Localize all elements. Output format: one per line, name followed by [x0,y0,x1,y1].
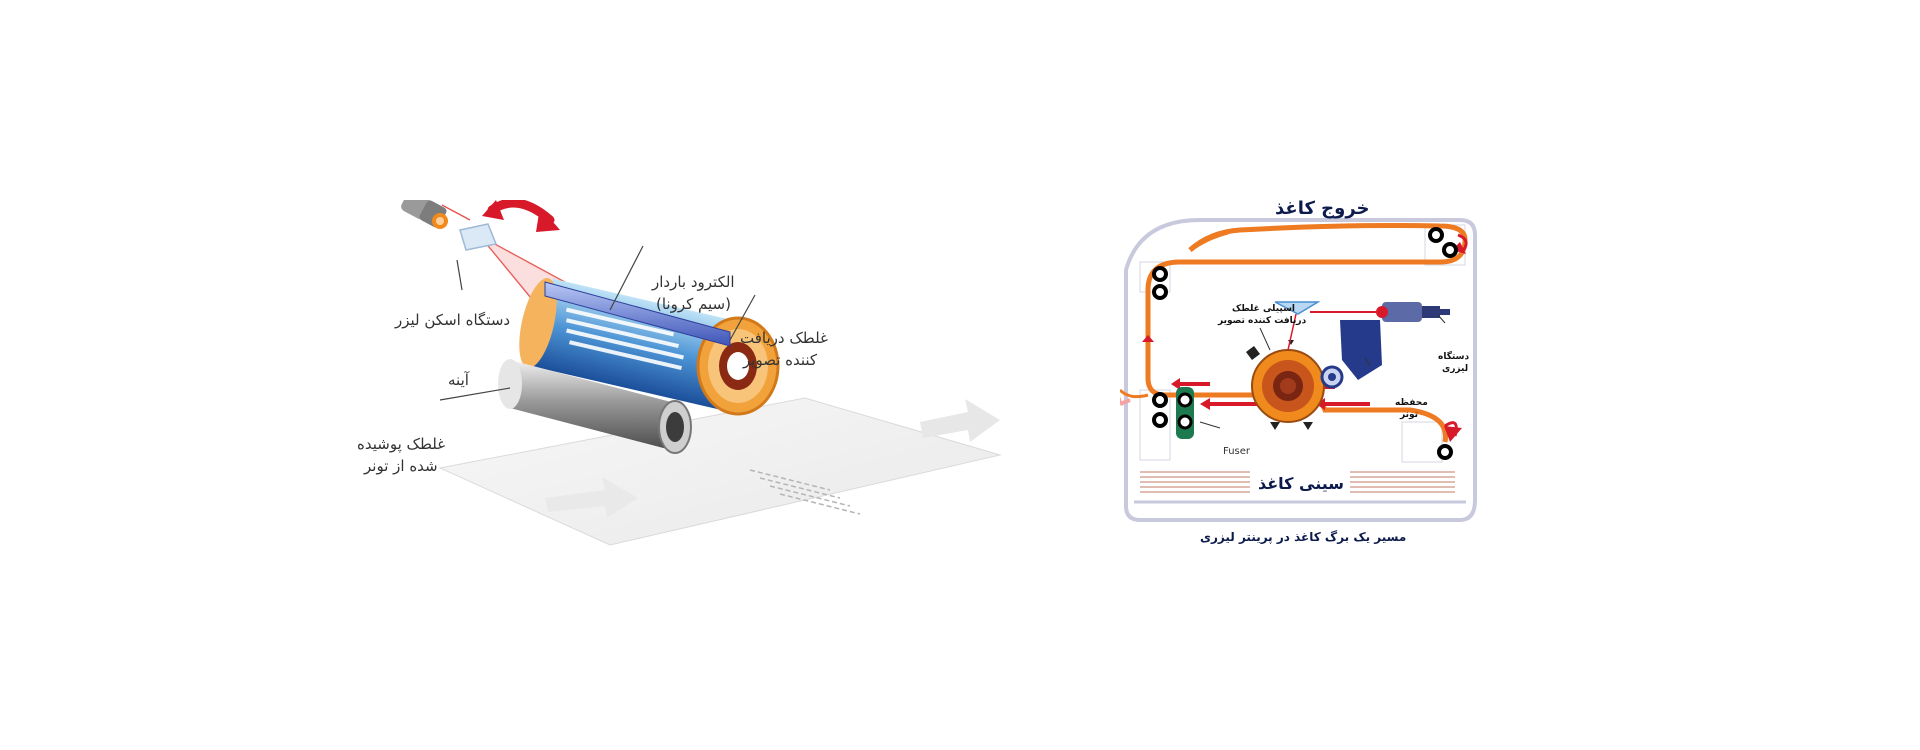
label-toner-roller-1: غلطک پوشیده [357,435,446,453]
toner-box [1320,320,1382,389]
photo-drum [532,278,748,412]
label-paper-exit: خروج کاغذ [1275,198,1370,219]
label-toner-box-1: محفظه [1395,398,1428,408]
label-drum-1: غلطک دریافت [740,329,828,347]
label-toner-roller-2: شده از تونر [364,457,438,475]
image-drum [1251,349,1325,423]
label-laser-unit-2: لیزری [1442,364,1469,374]
label-mirror: آینه [448,371,469,389]
laser-scanner-unit [401,200,448,229]
label-fuser: Fuser [1223,446,1251,457]
label-laser-unit-1: دستگاه [1438,352,1470,362]
label-drum-cleaner-2: دریافت کننده تصویر [1218,316,1307,326]
label-corona-wire-1: الکترود باردار [652,273,735,291]
label-corona-wire-2: (سیم کرونا) [656,295,731,313]
label-laser-scanner: دستگاه اسکن لیزر [395,311,511,329]
label-paper-tray: سینی کاغذ [1258,474,1345,493]
drum-illustration [401,200,1002,546]
label-drum-2: کننده تصویر [743,351,818,369]
flow-arrow-right [920,399,1000,442]
corona-wire-bar [544,281,731,347]
mirror [459,223,498,251]
fuser-unit [1176,387,1194,439]
paper-rollers [1152,227,1458,460]
toner-roller [498,359,692,454]
mirror-prism [1274,301,1321,315]
paper-path-diagram: خروج کاغذ اسپیلی غلطک دریافت کننده تصویر… [1120,190,1480,550]
printer-cross-section [1120,218,1477,522]
paper-sheet [438,397,1002,546]
drum-diagram: دستگاه اسکن لیزر آینه الکترود باردار (سی… [357,200,1040,550]
diagram-caption: مسیر یک برگ کاغذ در پرینتر لیزری [1200,530,1407,544]
label-drum-cleaner-1: اسپیلی غلطک [1232,304,1295,314]
laser-unit [1376,302,1450,322]
label-toner-box-2: تونر [1400,410,1418,420]
flow-arrow-bottom [545,477,638,518]
